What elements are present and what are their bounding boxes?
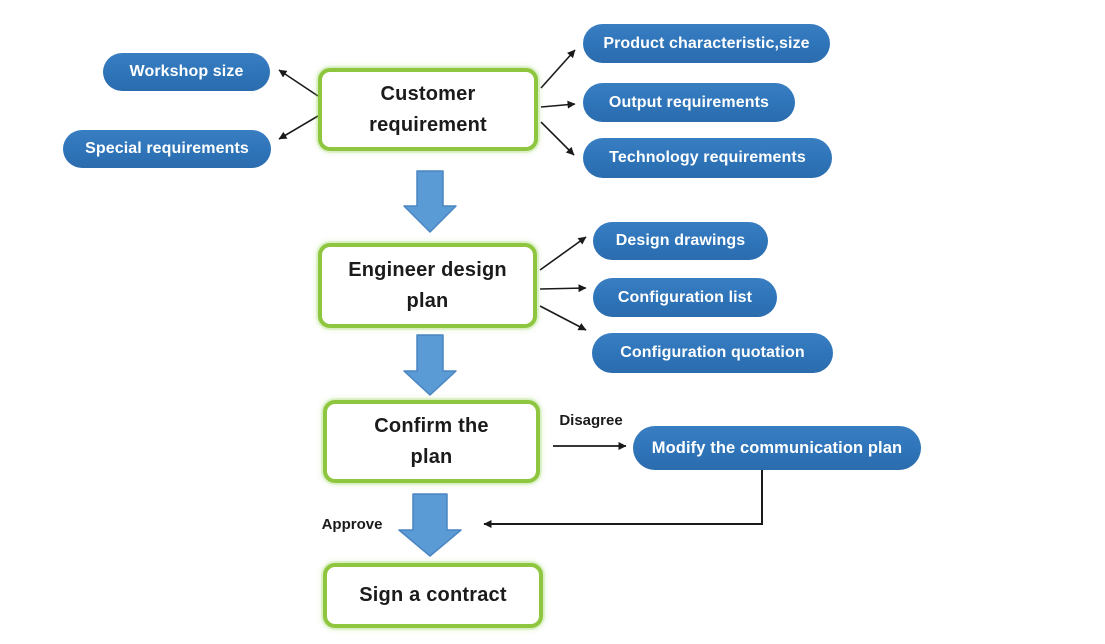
customer-right-arrows bbox=[540, 49, 576, 156]
block-arrow-3 bbox=[398, 493, 462, 557]
pill-technology-requirements: Technology requirements bbox=[583, 138, 832, 178]
stage-box-customer-requirement: Customer requirement bbox=[318, 68, 538, 151]
engineer-right-arrows bbox=[539, 236, 587, 331]
pill-product-characteristic-size: Product characteristic,size bbox=[583, 24, 830, 63]
pill-special-requirements: Special requirements bbox=[63, 130, 271, 168]
stage-box-confirm-the-plan: Confirm the plan bbox=[323, 400, 540, 483]
block-down-arrows bbox=[398, 170, 462, 557]
disagree-edge-label: Disagree bbox=[559, 412, 623, 429]
approve-edge-label: Approve bbox=[321, 516, 383, 533]
pill-design-drawings: Design drawings bbox=[593, 222, 768, 260]
customer-left-arrows bbox=[278, 69, 319, 140]
block-arrow-1 bbox=[403, 170, 457, 233]
pill-configuration-quotation: Configuration quotation bbox=[592, 333, 833, 373]
stage-box-engineer-design-plan: Engineer design plan bbox=[318, 243, 537, 328]
pill-output-requirements: Output requirements bbox=[583, 83, 795, 122]
block-arrow-2 bbox=[403, 334, 457, 396]
pill-workshop-size: Workshop size bbox=[103, 53, 270, 91]
pill-configuration-list: Configuration list bbox=[593, 278, 777, 317]
pill-modify-the-communication-plan: Modify the communication plan bbox=[633, 426, 921, 470]
stage-box-sign-a-contract: Sign a contract bbox=[323, 563, 543, 628]
